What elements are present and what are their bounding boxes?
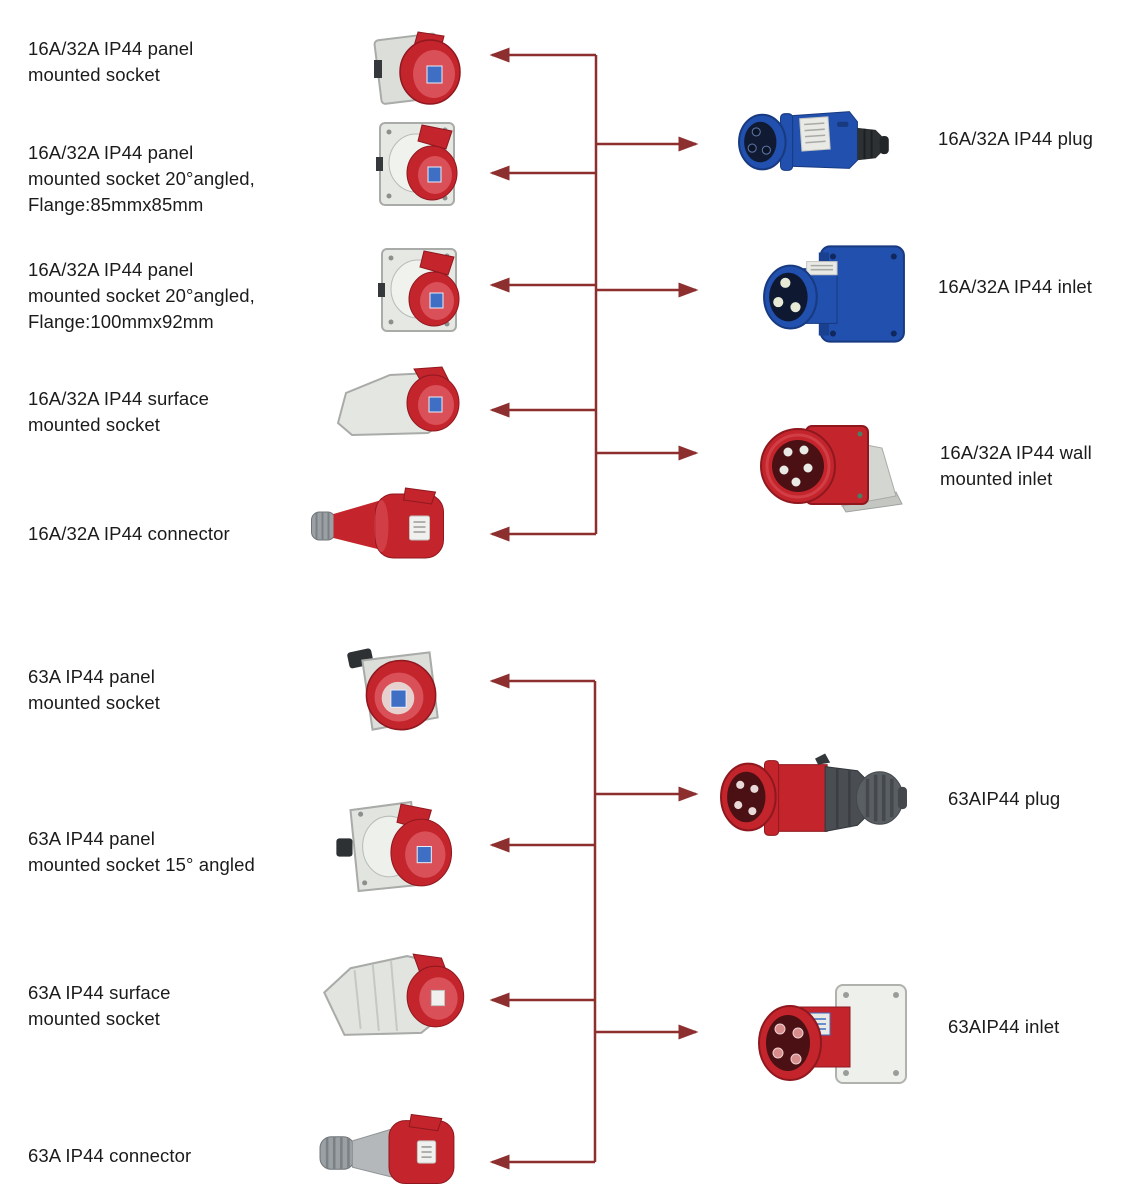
- cable-connector-16-image: [308, 486, 456, 566]
- blue-plug-16-image: [736, 98, 906, 182]
- label-socket-angled-100: 16A/32A IP44 panel mounted socket 20°ang…: [28, 259, 255, 332]
- surface-socket-63-image: [320, 948, 472, 1044]
- angled-panel-socket-85-image: [376, 116, 468, 214]
- panel-socket-63-image: [342, 644, 456, 738]
- label-socket-panel-63: 63A IP44 panel mounted socket: [28, 666, 161, 713]
- angled-panel-socket-63-image: [336, 798, 460, 894]
- label-plug-16: 16A/32A IP44 plug: [938, 128, 1093, 149]
- label-socket-angled-85: 16A/32A IP44 panel mounted socket 20°ang…: [28, 142, 255, 215]
- label-plug-63: 63AIP44 plug: [948, 788, 1061, 809]
- blue-inlet-16-image: [758, 238, 910, 348]
- angled-panel-socket-100-image: [378, 242, 470, 340]
- label-connector-16: 16A/32A IP44 connector: [28, 523, 230, 544]
- label-inlet-63: 63AIP44 inlet: [948, 1016, 1060, 1037]
- cable-connector-63-image: [318, 1110, 460, 1192]
- label-socket-panel-16: 16A/32A IP44 panel mounted socket: [28, 38, 194, 85]
- red-plug-63-image: [718, 748, 908, 850]
- red-inlet-63-image: [742, 976, 912, 1090]
- label-socket-angled-63: 63A IP44 panel mounted socket 15° angled: [28, 828, 255, 875]
- surface-socket-16-image: [330, 358, 470, 444]
- label-wall-inlet-16: 16A/32A IP44 wall mounted inlet: [940, 442, 1092, 489]
- label-socket-surface-16: 16A/32A IP44 surface mounted socket: [28, 388, 209, 435]
- label-inlet-16: 16A/32A IP44 inlet: [938, 276, 1093, 297]
- panel-socket-16-image: [370, 26, 466, 110]
- label-socket-surface-63: 63A IP44 surface mounted socket: [28, 982, 171, 1029]
- label-connector-63: 63A IP44 connector: [28, 1145, 192, 1166]
- wall-inlet-16-image: [744, 414, 906, 514]
